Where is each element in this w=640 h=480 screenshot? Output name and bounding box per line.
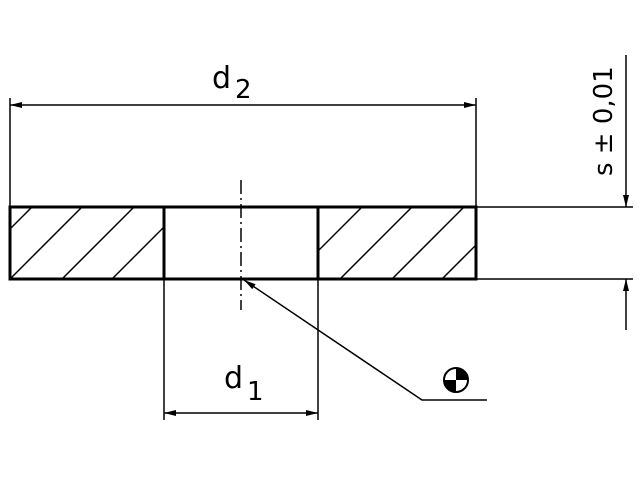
- thickness-dimension: [476, 55, 633, 330]
- washer-section: [8, 205, 478, 281]
- hatch-right: [318, 207, 476, 279]
- d1-dimension: [163, 279, 319, 420]
- center-of-gravity-leader: [243, 279, 487, 401]
- thickness-label: s ± 0,01: [589, 66, 619, 176]
- hatch-left: [10, 207, 164, 279]
- center-of-gravity-icon: [443, 367, 469, 393]
- d2-dimension: [9, 98, 477, 207]
